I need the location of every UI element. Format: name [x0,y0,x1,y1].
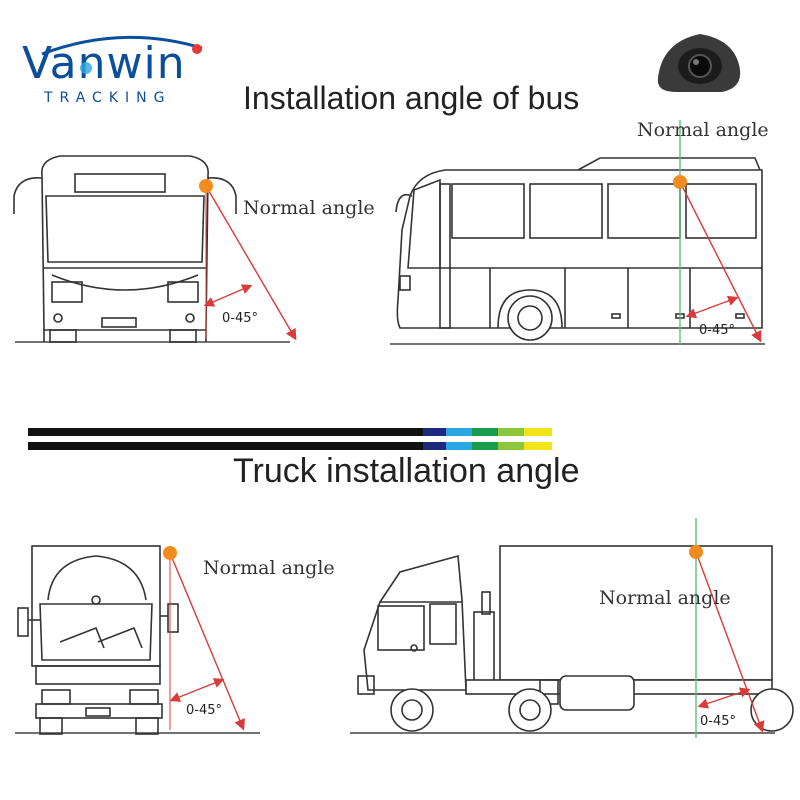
truck-side-view [350,545,794,734]
truck-side-normal-angle-label: Normal angle [599,587,731,609]
truck-front-view [15,545,260,735]
bus-front-view [13,155,290,343]
bus-front-normal-angle-label: Normal angle [243,197,375,219]
truck-front-angle-range: 0-45° [186,703,223,718]
divider-stripe [524,428,552,436]
divider-stripe [423,428,446,436]
section-divider [28,428,552,450]
angle-guides [163,120,765,738]
truck-side-angle-range: 0-45° [700,714,737,729]
divider-stripe [524,442,552,450]
divider-stripe [423,442,446,450]
bus-front-angle-range: 0-45° [222,311,259,326]
brand-swoosh [41,35,203,74]
brand-logo: Vanwin TRACKING [22,34,232,114]
bus-section-title: Installation angle of bus [243,80,580,116]
bus-side-normal-angle-label: Normal angle [637,119,769,141]
divider-stripe [446,428,472,436]
divider-stripe [472,442,498,450]
truck-front-normal-angle-label: Normal angle [203,557,335,579]
truck-section-title: Truck installation angle [233,452,580,490]
divider-stripe [446,442,472,450]
brand-name: Vanwin [22,38,186,89]
bus-side-view [390,157,765,345]
bus-side-angle-range: 0-45° [699,323,736,338]
brand-subtitle: TRACKING [44,90,172,106]
divider-stripe [498,442,524,450]
divider-stripe [498,428,524,436]
divider-stripe [472,428,498,436]
